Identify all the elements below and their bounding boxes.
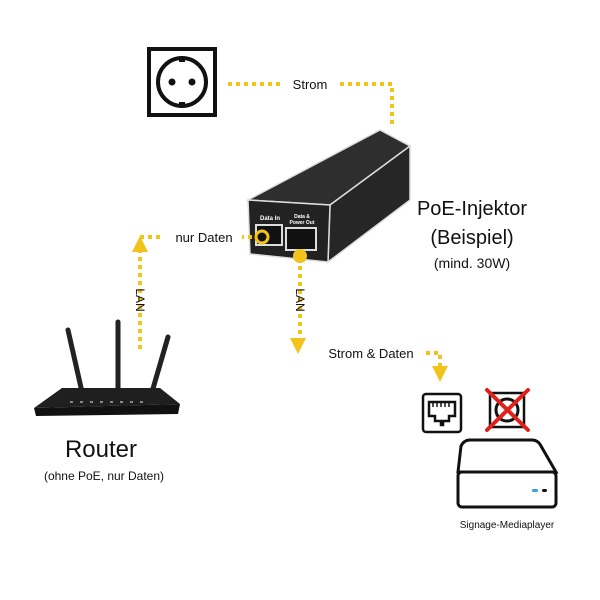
- strom-label: Strom: [293, 77, 328, 92]
- mediaplayer-icon: [456, 438, 559, 509]
- lan-player-label: LAN: [293, 288, 307, 311]
- player-connection: [290, 266, 448, 382]
- router-icon: [34, 319, 180, 416]
- nur-daten-label: nur Daten: [175, 230, 232, 245]
- poe-injector-icon: Data In Data & Power Out: [245, 129, 412, 264]
- injector-note: (mind. 30W): [434, 255, 510, 271]
- port-in-label: Data In: [260, 216, 280, 222]
- power-out-marker: [293, 249, 307, 263]
- power-socket-icon: [147, 47, 217, 117]
- injector-subtitle: (Beispiel): [430, 227, 513, 249]
- router-connection: [132, 235, 252, 352]
- lan-router-label: LAN: [133, 288, 147, 311]
- port-out-label-1: Data &: [294, 214, 310, 220]
- port-out-label-2: Power Out: [289, 220, 314, 226]
- router-note: (ohne PoE, nur Daten): [44, 469, 164, 483]
- router-title: Router: [65, 436, 137, 463]
- ethernet-port-icon: [421, 392, 463, 434]
- strom-daten-label: Strom & Daten: [328, 346, 413, 361]
- strom-connection: [228, 82, 394, 128]
- injector-title: PoE-Injektor: [417, 198, 527, 220]
- crossed-power-socket-icon: [485, 388, 530, 432]
- player-title: Signage-Mediaplayer: [460, 520, 555, 531]
- data-in-marker: [254, 229, 270, 245]
